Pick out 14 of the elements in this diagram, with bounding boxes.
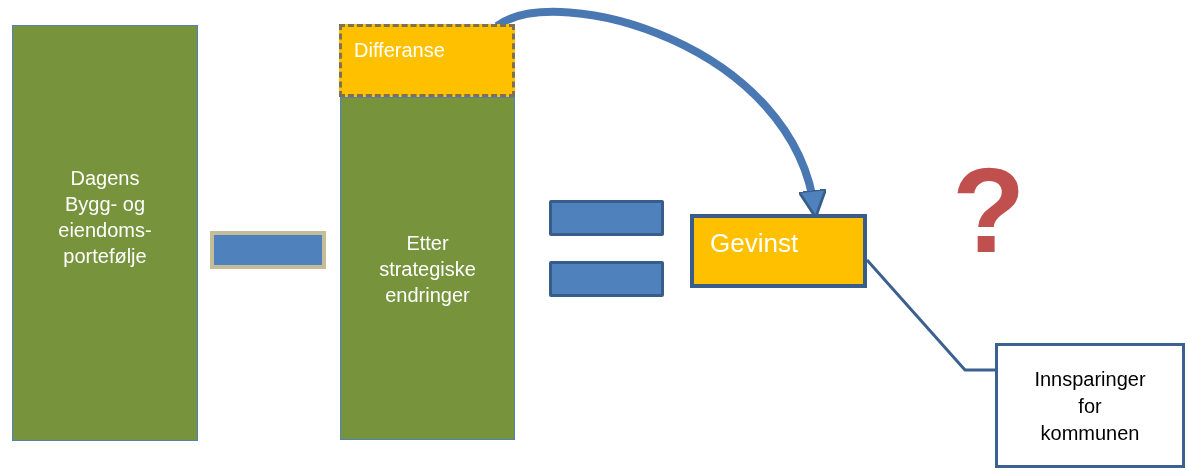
result-box xyxy=(690,214,867,288)
node-text: Dagens Bygg- og eiendoms-portefølje xyxy=(57,166,153,269)
bar-block xyxy=(12,25,198,441)
node-text: Etter strategiske endringer xyxy=(378,230,477,308)
node-text: Differanse xyxy=(354,38,445,63)
node-text: Gevinst xyxy=(710,230,799,256)
minus-bar xyxy=(210,231,326,269)
callout-box xyxy=(995,343,1185,468)
equals-bar xyxy=(549,261,664,297)
question-mark: ? xyxy=(952,150,1026,270)
dashed-box xyxy=(339,24,515,97)
equals-bar xyxy=(549,200,664,236)
bar-block xyxy=(340,97,515,440)
node-text: Innsparinger for kommunen xyxy=(1034,367,1146,446)
